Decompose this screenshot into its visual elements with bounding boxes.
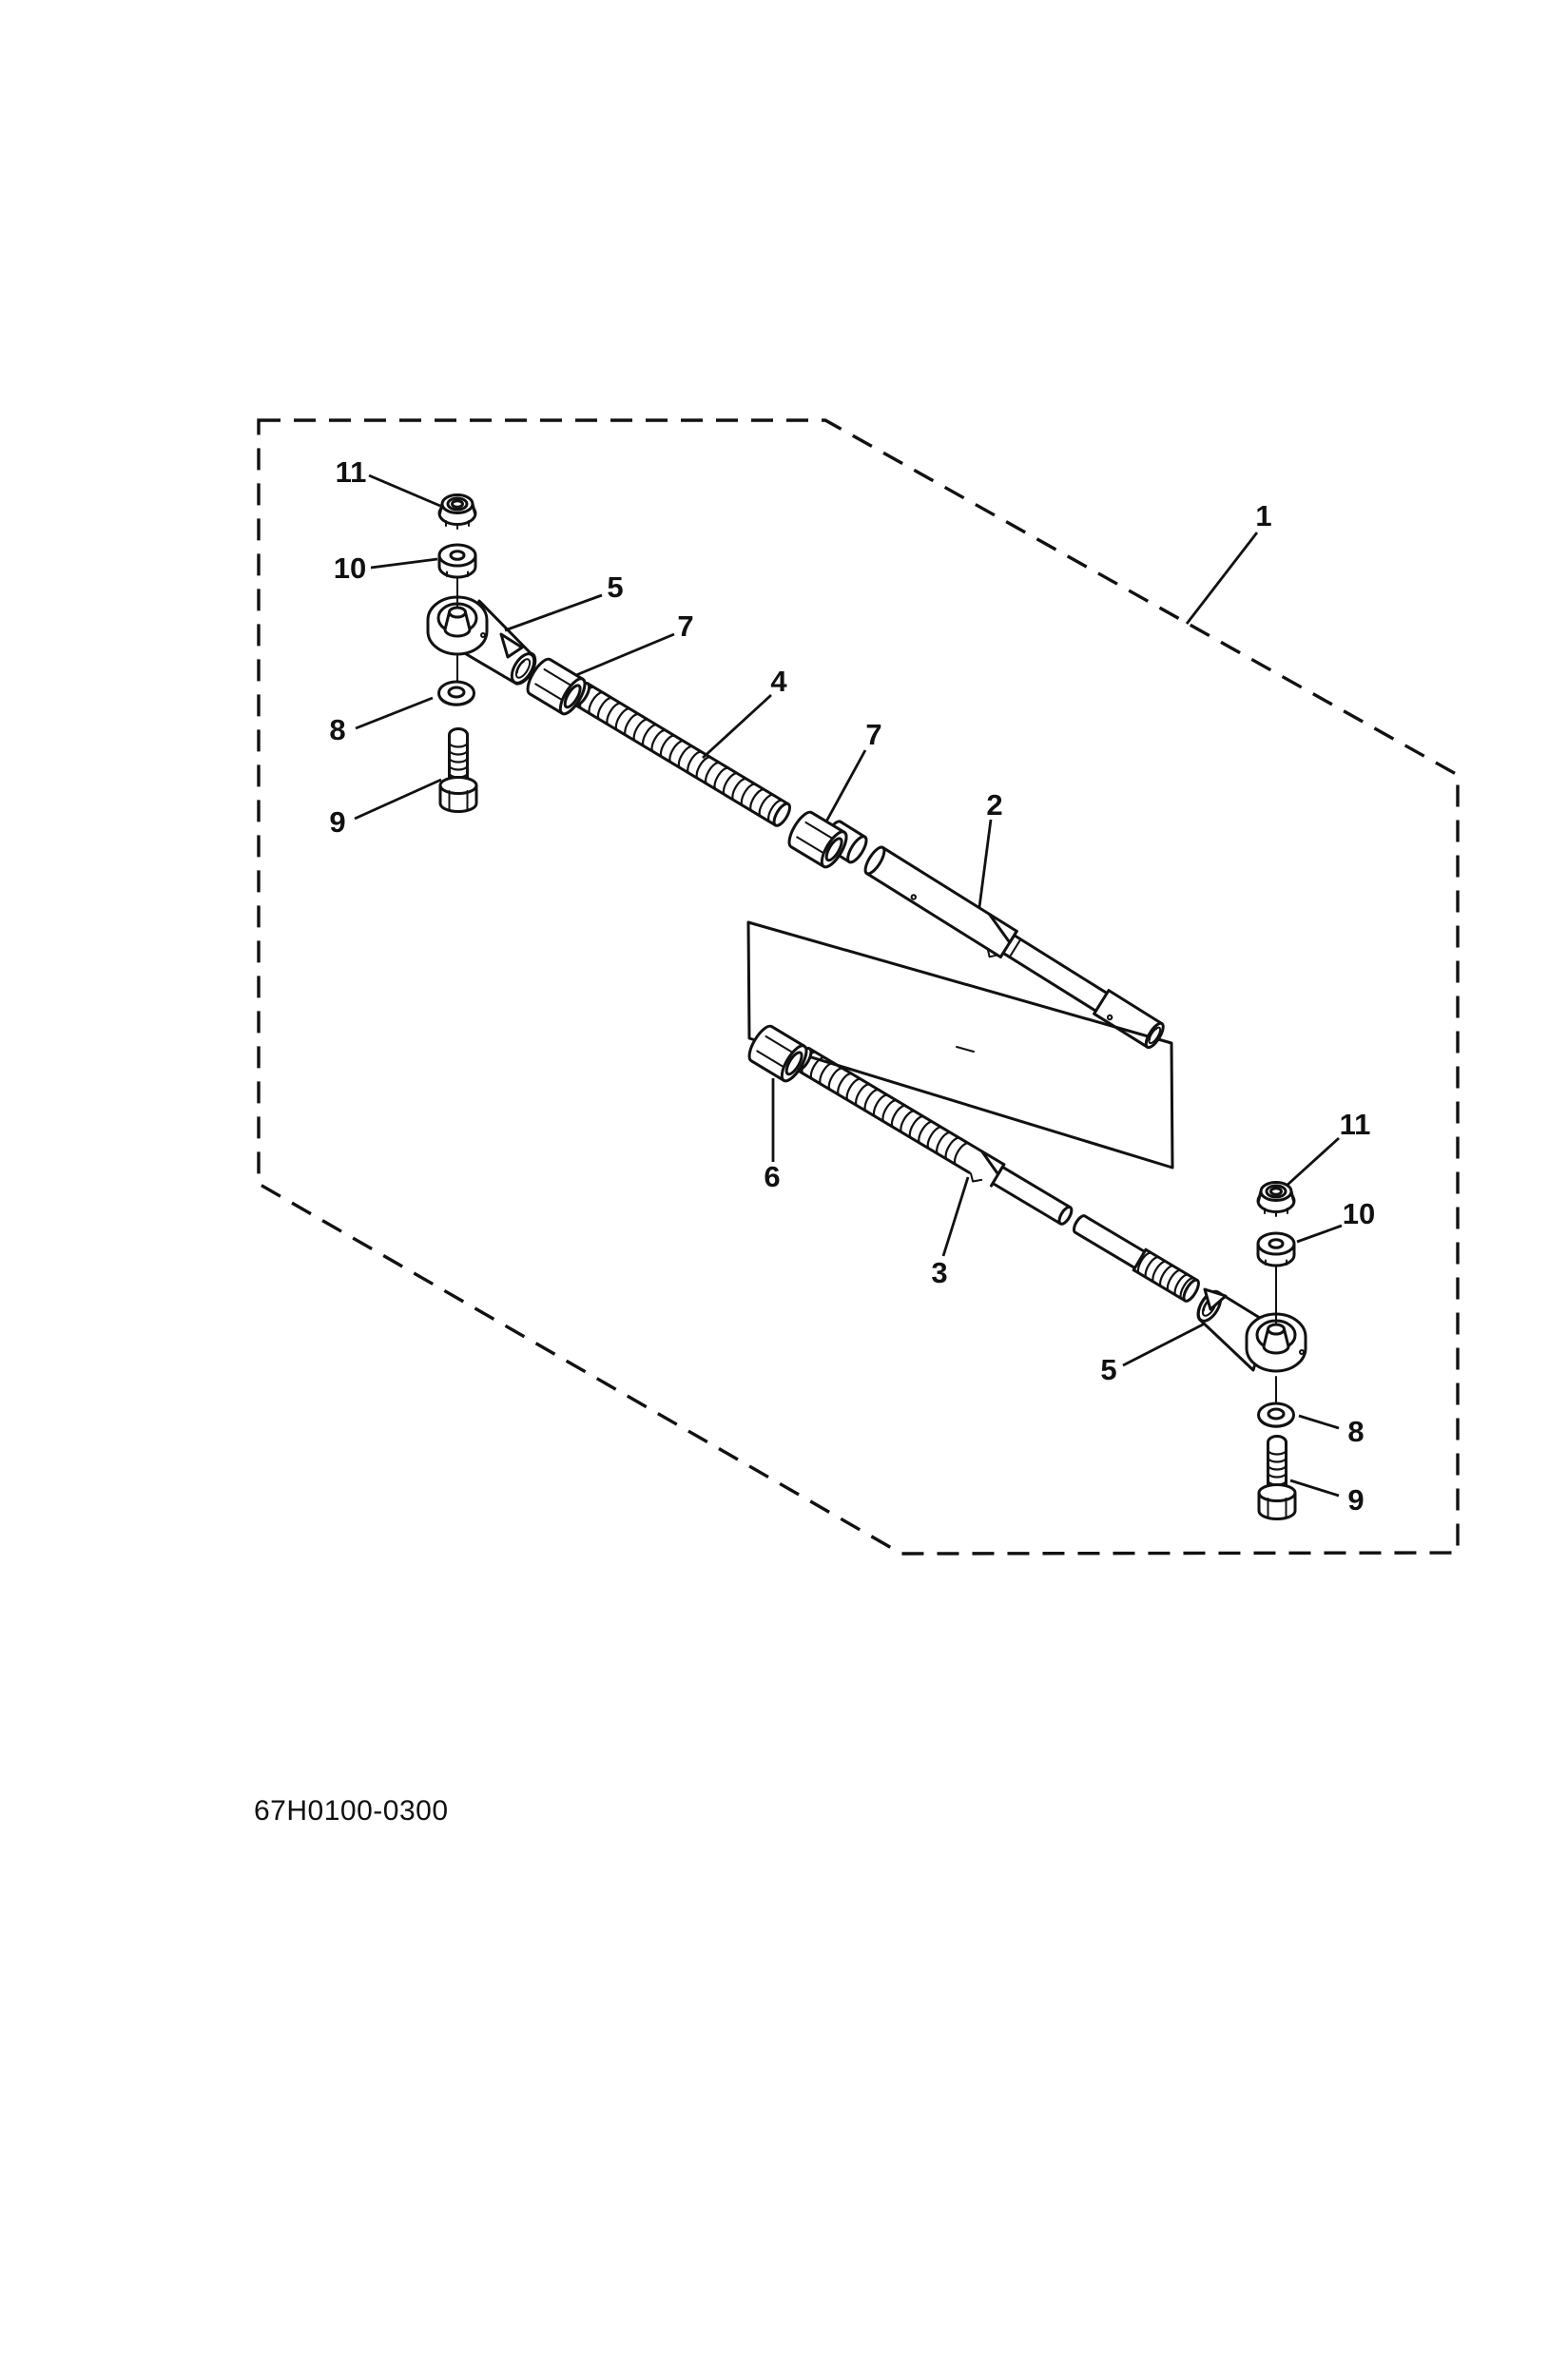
callout-7-label: 7	[677, 609, 693, 643]
callout-5-label: 5	[1100, 1353, 1116, 1386]
part-9-bolt-right	[1257, 1435, 1297, 1520]
part-8-washer-left	[437, 680, 475, 707]
part-7-hex-nut-middle	[783, 807, 853, 872]
callout-7-leader	[575, 632, 675, 677]
callout-4-leader	[702, 693, 772, 760]
kit-boundary-dashed	[257, 418, 1460, 1556]
callout-9-leader	[354, 778, 442, 821]
callout-10-label: 10	[1343, 1197, 1375, 1230]
callout-10-leader	[1296, 1224, 1343, 1244]
callout-8-leader	[355, 696, 434, 730]
part-10-bushing-right	[1256, 1231, 1296, 1267]
part-5-tie-rod-end-left	[426, 595, 537, 686]
callout-8-leader	[1298, 1414, 1340, 1430]
rod-end-wedge-right	[1203, 1287, 1228, 1311]
callout-5-leader	[504, 593, 603, 632]
part-10-bushing-left	[437, 543, 477, 579]
part-11-locknut-left	[437, 493, 477, 531]
callout-11-label: 11	[336, 455, 367, 489]
part-11-locknut-right	[1256, 1181, 1296, 1218]
part-8-washer-right	[1257, 1402, 1295, 1429]
callout-10-leader	[370, 557, 438, 570]
callout-8-label: 8	[1347, 1415, 1364, 1448]
callout-9-leader	[1289, 1479, 1340, 1498]
callout-4-label: 4	[770, 665, 787, 698]
callout-6-label: 6	[764, 1160, 780, 1193]
callout-1-leader	[1185, 532, 1259, 625]
part-5-tie-rod-end-right	[1196, 1287, 1307, 1373]
callout-2-leader	[978, 819, 993, 908]
callout-3-leader	[941, 1176, 970, 1257]
callout-10-label: 10	[334, 551, 366, 585]
callout-9-label: 9	[329, 805, 345, 839]
callout-7-label: 7	[865, 718, 881, 751]
reference-panel	[746, 920, 1174, 1170]
part-2-connector-shaft	[822, 820, 1165, 1050]
callout-8-label: 8	[329, 713, 345, 746]
part-9-bolt-left	[438, 727, 478, 813]
rod-end-wedge-left	[499, 632, 524, 659]
drawing-number: 67H0100-0300	[254, 1795, 449, 1827]
callout-11-label: 11	[1340, 1108, 1371, 1141]
callout-11-leader	[1287, 1136, 1340, 1187]
callout-1-label: 1	[1255, 499, 1271, 532]
callout-7-leader	[824, 749, 867, 822]
callout-5-leader	[1122, 1322, 1206, 1367]
part-3-link-rod	[794, 1047, 1200, 1303]
callout-5-label: 5	[607, 570, 623, 604]
callout-2-label: 2	[986, 788, 1002, 822]
callout-9-label: 9	[1347, 1483, 1364, 1517]
callout-3-label: 3	[931, 1256, 947, 1289]
part-4-threaded-rod	[571, 682, 791, 827]
callout-11-leader	[368, 474, 441, 508]
